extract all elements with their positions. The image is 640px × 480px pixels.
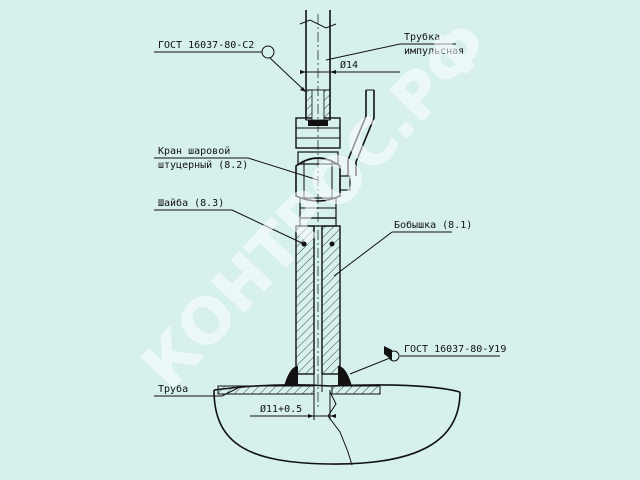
dimension-tube-diameter [300, 70, 400, 74]
dimension-hole-diameter [250, 390, 336, 420]
dim-hole-label: Ø11+0.5 [260, 403, 302, 415]
label-gost-bottom: ГОСТ 16037-80-У19 [404, 344, 506, 355]
label-pipe: Труба [158, 383, 188, 395]
leader-lines [154, 43, 500, 397]
boss-8-1 [284, 225, 352, 392]
label-tube-line1: Трубка [404, 31, 440, 43]
pipe [213, 384, 461, 466]
label-valve-line1: Кран шаровой [158, 145, 230, 157]
label-tube-line2: импульсная [404, 46, 464, 57]
dim-tube-label: Ø14 [340, 59, 358, 71]
label-gost-top: ГОСТ 16037-80-С2 [158, 40, 254, 51]
label-boss: Бобышка (8.1) [394, 219, 472, 231]
label-washer: Шайба (8.3) [158, 197, 224, 209]
label-valve-line2: штуцерный (8.2) [158, 159, 248, 171]
